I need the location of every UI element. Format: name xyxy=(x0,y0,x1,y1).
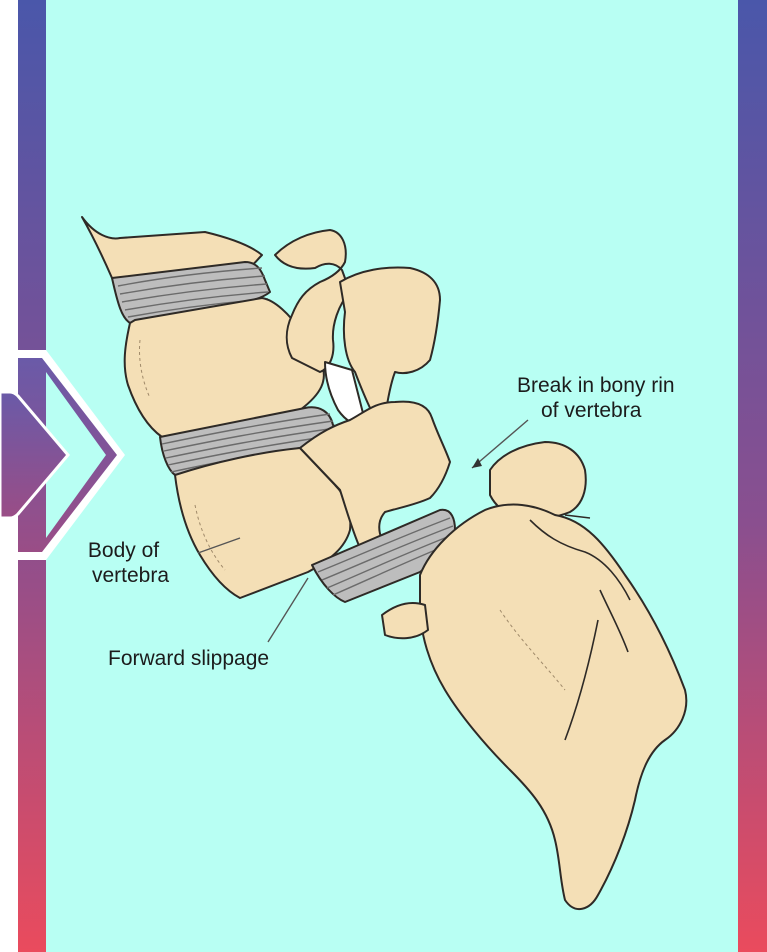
break-label-line2: of vertebra xyxy=(517,398,738,423)
break-label: Break in bony rin of vertebra xyxy=(517,373,738,423)
slippage-label: Forward slippage xyxy=(108,646,269,671)
body-label-line1: Body of xyxy=(78,538,169,563)
sacrum xyxy=(420,505,686,910)
slippage-leader-line xyxy=(268,578,308,642)
break-label-line1: Break in bony rin xyxy=(517,373,738,398)
body-label: Body of vertebra xyxy=(78,538,169,588)
body-label-line2: vertebra xyxy=(78,563,169,588)
